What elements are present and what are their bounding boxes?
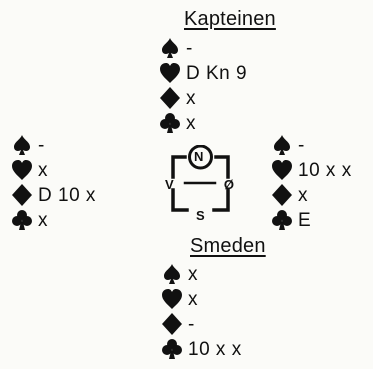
south-diamonds-cards: - (188, 314, 195, 335)
east-spades-row: - (270, 133, 305, 157)
west-spades-cards: - (38, 135, 45, 156)
east-hearts-cards: 10 x x (298, 160, 352, 181)
club-icon (158, 111, 182, 135)
diamond-icon (158, 86, 182, 110)
club-icon (270, 208, 294, 232)
north-clubs-row: x (158, 111, 196, 135)
heart-icon (10, 158, 34, 182)
heart-icon (160, 287, 184, 311)
west-hearts-cards: x (38, 160, 48, 181)
south-hearts-row: x (160, 287, 198, 311)
south-hearts-cards: x (188, 289, 198, 310)
north-spades-row: - (158, 36, 193, 60)
north-spades-cards: - (186, 38, 193, 59)
west-diamonds-cards: D 10 x (38, 185, 96, 206)
west-clubs-cards: x (38, 210, 48, 231)
club-icon (10, 208, 34, 232)
spade-icon (10, 133, 34, 157)
east-spades-cards: - (298, 135, 305, 156)
south-spades-row: x (160, 262, 198, 286)
south-clubs-row: 10 x x (160, 337, 242, 361)
east-diamonds-row: x (270, 183, 308, 207)
compass-east-label: Ø (223, 177, 234, 192)
spade-icon (160, 262, 184, 286)
south-player-name: Smeden (190, 235, 266, 257)
spade-icon (158, 36, 182, 60)
south-clubs-cards: 10 x x (188, 339, 242, 360)
north-diamonds-cards: x (186, 88, 196, 109)
compass-box: N V Ø S (163, 145, 238, 223)
heart-icon (270, 158, 294, 182)
compass-south-label: S (196, 208, 205, 223)
heart-icon (158, 61, 182, 85)
diamond-icon (160, 312, 184, 336)
compass-diagram (171, 145, 230, 212)
north-player-name: Kapteinen (184, 8, 276, 30)
east-hearts-row: 10 x x (270, 158, 352, 182)
west-spades-row: - (10, 133, 45, 157)
club-icon (160, 337, 184, 361)
south-spades-cards: x (188, 264, 198, 285)
east-diamonds-cards: x (298, 185, 308, 206)
east-clubs-cards: E (298, 210, 312, 231)
compass-north-label: N (194, 149, 204, 164)
south-diamonds-row: - (160, 312, 195, 336)
diamond-icon (270, 183, 294, 207)
north-hearts-row: D Kn 9 (158, 61, 247, 85)
west-diamonds-row: D 10 x (10, 183, 96, 207)
east-clubs-row: E (270, 208, 311, 232)
diamond-icon (10, 183, 34, 207)
spade-icon (270, 133, 294, 157)
north-diamonds-row: x (158, 86, 196, 110)
west-hearts-row: x (10, 158, 48, 182)
north-clubs-cards: x (186, 113, 196, 134)
compass-west-label: V (165, 177, 174, 192)
west-clubs-row: x (10, 208, 48, 232)
north-hearts-cards: D Kn 9 (186, 63, 248, 84)
